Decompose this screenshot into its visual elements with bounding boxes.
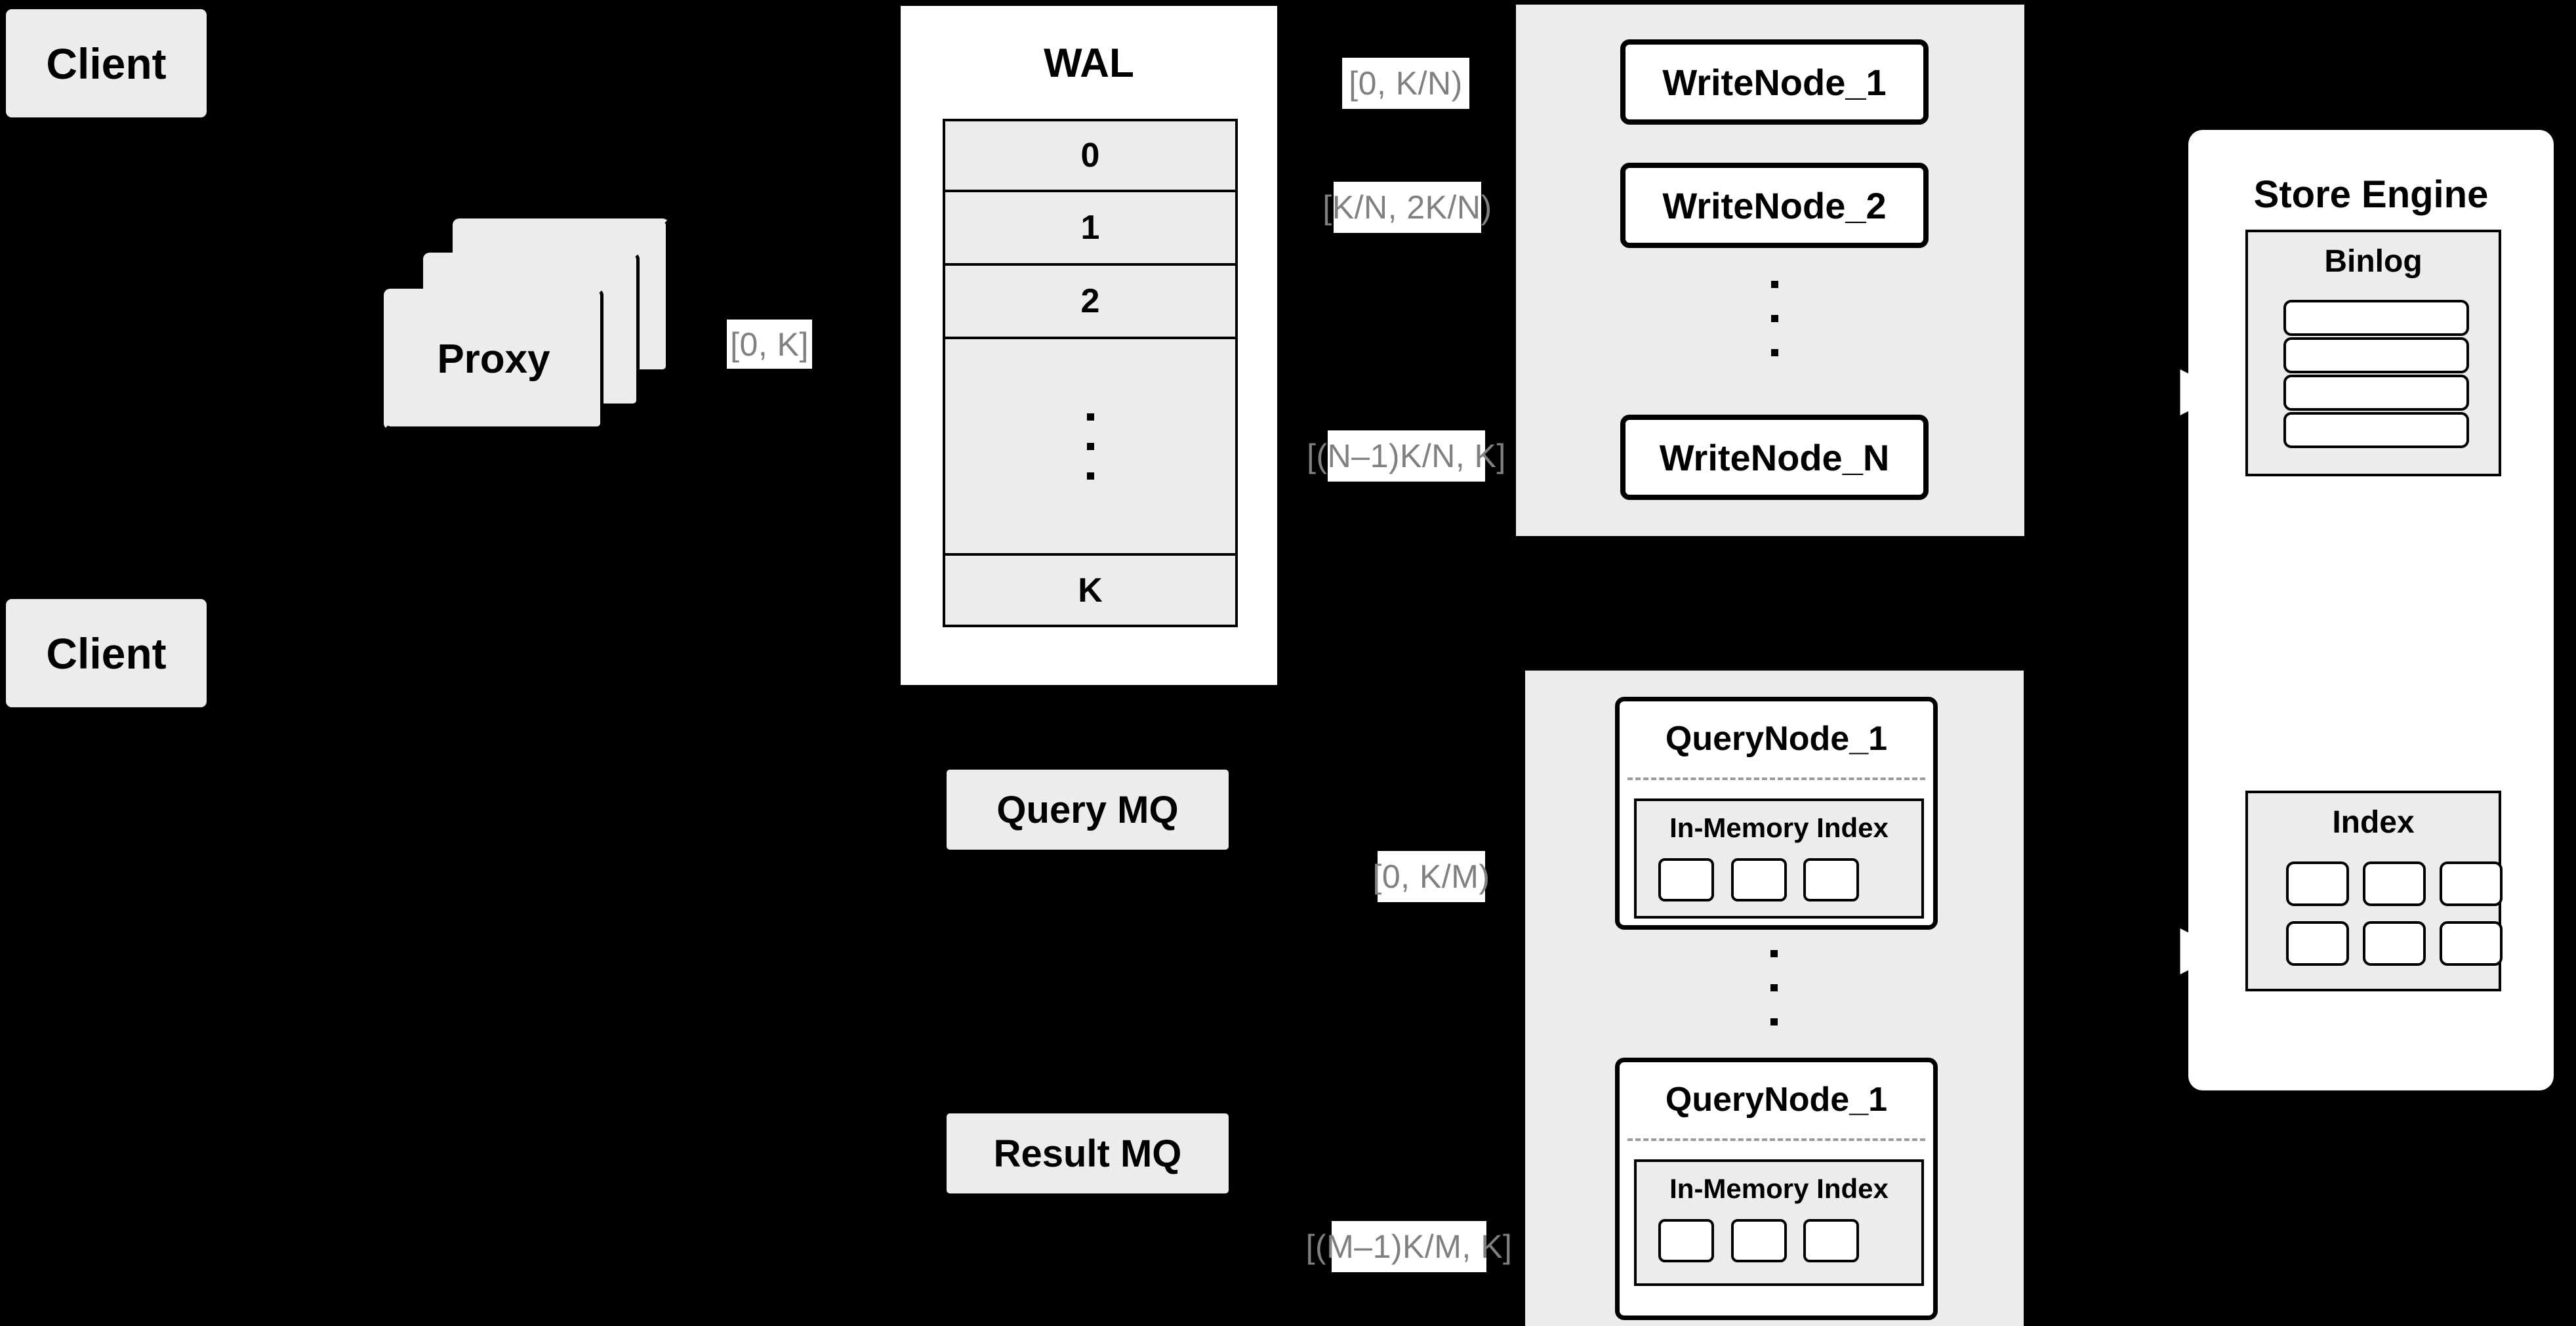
in-memory-index-label: In-Memory Index [1669, 1173, 1889, 1204]
ellipsis-dot [1770, 1018, 1778, 1026]
index-title: Index [2332, 805, 2415, 840]
write-node-ellipsis [1767, 281, 1782, 356]
label-mq-to-querynode-m: [(M–1)K/M, K] [1306, 1221, 1512, 1272]
binlog-row[interactable] [2283, 300, 2469, 336]
write-node-label: WriteNode_2 [1662, 184, 1887, 226]
write-node-label: WriteNode_N [1659, 436, 1890, 478]
index-cell[interactable] [2286, 861, 2349, 906]
index-cell[interactable] [2440, 861, 2503, 906]
write-node-n[interactable]: WriteNode_N [1620, 415, 1929, 500]
label-mq-to-querynode-1: [0, K/M) [1372, 851, 1490, 902]
in-memory-index-label: In-Memory Index [1669, 812, 1889, 843]
wal-cell[interactable]: K [945, 556, 1235, 625]
query-node-divider [1627, 1138, 1925, 1141]
wal-cell[interactable]: 2 [945, 266, 1235, 339]
query-node-divider [1627, 777, 1925, 780]
index-slot[interactable] [1731, 1219, 1787, 1262]
label-wal-to-writenode-1: [0, K/N) [1342, 58, 1469, 109]
query-mq-label: Query MQ [996, 788, 1179, 831]
wal-cell[interactable]: 1 [945, 192, 1235, 266]
label-wal-to-writenode-n: [(N–1)K/N, K] [1307, 430, 1505, 482]
in-memory-index-1: In-Memory Index [1634, 798, 1924, 919]
index-cell[interactable] [2286, 921, 2349, 966]
query-mq-box[interactable]: Query MQ [947, 770, 1229, 850]
label-wal-to-writenode-2: [K/N, 2K/N) [1322, 182, 1492, 233]
write-node-1[interactable]: WriteNode_1 [1620, 39, 1929, 125]
index-panel: Index [2245, 791, 2503, 991]
in-memory-index-m: In-Memory Index [1634, 1159, 1924, 1286]
client-label: Client [46, 629, 167, 678]
client-box-1[interactable]: Client [6, 9, 207, 117]
index-slot[interactable] [1658, 1219, 1714, 1262]
ellipsis-dot [1770, 349, 1778, 356]
index-slot[interactable] [1803, 1219, 1859, 1262]
ellipsis-dot [1770, 950, 1778, 957]
result-mq-box[interactable]: Result MQ [947, 1113, 1229, 1193]
index-slot[interactable] [1803, 858, 1859, 901]
index-slot[interactable] [1731, 858, 1787, 901]
store-engine-panel: Store Engine Binlog Index [2188, 130, 2554, 1090]
wal-cell-list: 0 1 2 K [943, 119, 1238, 627]
binlog-title: Binlog [2324, 244, 2423, 279]
proxy-box[interactable]: Proxy [384, 289, 603, 430]
ellipsis-dot [1086, 442, 1094, 450]
ellipsis-dot [1770, 281, 1778, 288]
query-node-label: QueryNode_1 [1665, 1081, 1888, 1119]
binlog-row[interactable] [2283, 375, 2469, 411]
index-cell[interactable] [2440, 921, 2503, 966]
ellipsis-dot [1086, 413, 1094, 421]
ellipsis-dot [1770, 315, 1778, 322]
binlog-panel: Binlog [2245, 230, 2501, 476]
ellipsis-dot [1770, 984, 1778, 991]
result-mq-label: Result MQ [993, 1132, 1182, 1175]
binlog-row[interactable] [2283, 412, 2469, 448]
store-engine-title: Store Engine [2253, 173, 2489, 216]
query-node-ellipsis [1767, 950, 1781, 1026]
label-proxy-to-wal: [0, K] [727, 320, 812, 369]
ellipsis-dot [1086, 472, 1094, 480]
write-node-label: WriteNode_1 [1662, 61, 1887, 103]
client-box-2[interactable]: Client [6, 599, 207, 707]
index-slot[interactable] [1658, 858, 1714, 901]
wal-title: WAL [1044, 41, 1134, 86]
index-cell[interactable] [2363, 861, 2426, 906]
query-node-label: QueryNode_1 [1665, 720, 1888, 758]
binlog-row[interactable] [2283, 337, 2469, 373]
wal-panel: WAL 0 1 2 K [897, 3, 1280, 688]
query-node-1[interactable]: QueryNode_1 In-Memory Index [1615, 697, 1938, 930]
proxy-label: Proxy [437, 337, 550, 382]
wal-cell-ellipsis [945, 339, 1235, 556]
client-label: Client [46, 39, 167, 88]
index-cell[interactable] [2363, 921, 2426, 966]
write-node-2[interactable]: WriteNode_2 [1620, 163, 1929, 248]
wal-cell[interactable]: 0 [945, 121, 1235, 192]
query-node-m[interactable]: QueryNode_1 In-Memory Index [1615, 1058, 1938, 1320]
